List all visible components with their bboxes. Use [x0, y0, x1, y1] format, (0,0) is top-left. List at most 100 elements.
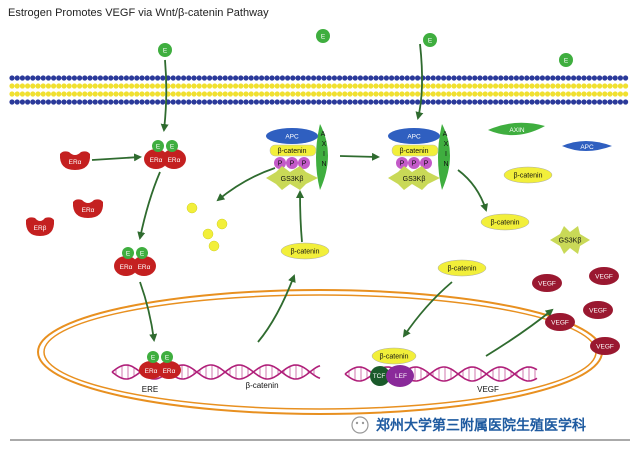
membrane-bead [539, 91, 546, 97]
membrane-bead [160, 99, 166, 105]
membrane-bead [290, 91, 296, 97]
membrane-bead [134, 83, 140, 89]
membrane-bead [305, 75, 311, 81]
membrane-bead [373, 75, 379, 81]
membrane-bead [9, 83, 15, 89]
membrane-bead [565, 91, 572, 97]
membrane-bead [61, 99, 67, 105]
membrane-bead [160, 75, 166, 81]
membrane-bead [545, 91, 551, 97]
membrane-bead [300, 75, 306, 81]
membrane-bead [19, 91, 25, 97]
membrane-bead [113, 75, 119, 81]
membrane-bead [425, 99, 431, 105]
membrane-bead [607, 91, 613, 97]
cell-membrane [9, 75, 629, 105]
membrane-bead [155, 91, 161, 97]
membrane-bead [92, 99, 98, 105]
membrane-bead [103, 91, 109, 97]
membrane-bead [191, 75, 197, 81]
membrane-bead [524, 99, 530, 105]
membrane-bead [14, 99, 20, 105]
membrane-bead [519, 99, 525, 105]
er-beta-receptor: ERβ [25, 217, 55, 236]
membrane-bead [274, 91, 280, 97]
svg-text:E: E [165, 355, 170, 362]
membrane-bead [305, 99, 311, 105]
membrane-bead [56, 83, 62, 89]
membrane-bead [586, 91, 592, 97]
membrane-bead [529, 75, 535, 81]
membrane-bead [550, 99, 556, 105]
membrane-bead [389, 99, 395, 105]
membrane-bead [623, 75, 629, 81]
svg-text:P: P [290, 161, 295, 168]
membrane-bead [565, 99, 572, 105]
membrane-bead [363, 99, 369, 105]
membrane-bead [92, 83, 98, 89]
membrane-bead [529, 99, 535, 105]
membrane-bead [207, 75, 213, 81]
svg-text:X: X [322, 141, 327, 148]
membrane-bead [92, 75, 98, 81]
membrane-bead [269, 75, 275, 81]
destruction-complex-2: APC β-catenin P P P GS3Kβ A X I N [388, 124, 450, 190]
membrane-bead [238, 83, 244, 89]
membrane-bead [87, 91, 93, 97]
membrane-bead [487, 99, 493, 105]
membrane-bead [56, 91, 62, 97]
membrane-bead [222, 83, 228, 89]
membrane-bead [71, 99, 77, 105]
membrane-bead [435, 83, 441, 89]
membrane-bead [446, 83, 452, 89]
membrane-bead [103, 99, 109, 105]
membrane-bead [66, 99, 72, 105]
svg-text:GS3Kβ: GS3Kβ [559, 238, 582, 245]
membrane-bead [534, 83, 540, 89]
arrow-catenin-release [216, 167, 276, 202]
membrane-bead [285, 99, 291, 105]
svg-text:E: E [163, 48, 168, 55]
membrane-bead [451, 83, 457, 89]
membrane-bead [565, 83, 572, 89]
svg-text:E: E [126, 251, 131, 258]
membrane-bead [144, 91, 150, 97]
membrane-bead [113, 83, 119, 89]
membrane-bead [389, 75, 395, 81]
membrane-bead [550, 83, 556, 89]
membrane-bead [82, 83, 88, 89]
membrane-bead [612, 91, 618, 97]
membrane-bead [71, 83, 77, 89]
membrane-bead [316, 99, 322, 105]
membrane-bead [586, 75, 592, 81]
membrane-bead [508, 75, 514, 81]
membrane-bead [623, 99, 629, 105]
membrane-bead [56, 75, 62, 81]
membrane-bead [19, 99, 25, 105]
membrane-bead [591, 75, 598, 81]
beta-catenin-gene-label: β-catenin [245, 381, 278, 390]
membrane-bead [35, 83, 41, 89]
membrane-bead [321, 99, 327, 105]
membrane-bead [508, 99, 514, 105]
membrane-bead [602, 75, 608, 81]
membrane-bead [597, 83, 603, 89]
membrane-bead [508, 91, 514, 97]
membrane-bead [560, 75, 566, 81]
membrane-bead [467, 83, 473, 89]
membrane-bead [51, 83, 57, 89]
membrane-bead [97, 91, 103, 97]
membrane-bead [14, 83, 20, 89]
membrane-bead [498, 99, 504, 105]
membrane-bead [40, 75, 46, 81]
membrane-bead [238, 91, 244, 97]
svg-text:P: P [412, 161, 417, 168]
membrane-bead [191, 91, 197, 97]
membrane-bead [409, 75, 415, 81]
membrane-bead [233, 75, 239, 81]
membrane-bead [383, 75, 389, 81]
membrane-bead [477, 75, 483, 81]
membrane-bead [227, 99, 233, 105]
estrogen-ligand: E [316, 29, 330, 43]
membrane-bead [25, 99, 31, 105]
